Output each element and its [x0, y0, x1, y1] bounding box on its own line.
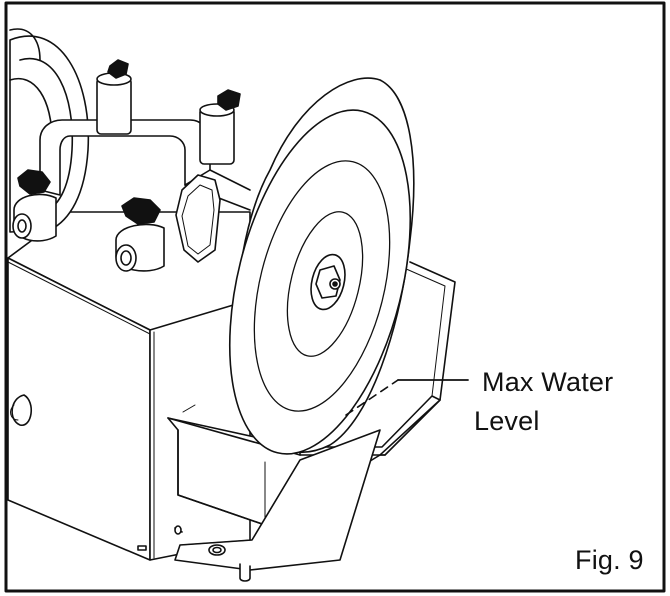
- max-water-label: Max Water: [482, 367, 614, 397]
- water-level-dashes: [345, 379, 399, 416]
- tube-frame: [39, 119, 251, 211]
- base-plate: [174, 429, 381, 582]
- grinding-wheel: [228, 77, 415, 455]
- knob-center: [115, 197, 165, 272]
- right-post: [199, 89, 241, 165]
- knob-left: [12, 169, 57, 242]
- level-label: Level: [474, 406, 540, 436]
- left-post: [96, 59, 132, 135]
- figure-caption: Fig. 9: [575, 545, 644, 575]
